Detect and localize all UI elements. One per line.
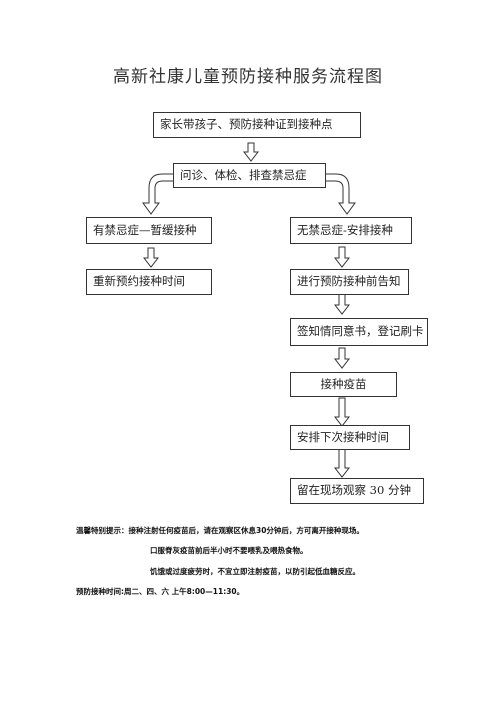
arrow-step2-nocontra (321, 173, 356, 215)
arrow-nocontra-inform (333, 246, 351, 268)
box-observe: 留在现场观察 30 分钟 (290, 478, 424, 504)
page-title: 高新社康儿童预防接种服务流程图 (113, 67, 383, 87)
arrow-inform-consent (333, 293, 351, 315)
arrow-step1-step2 (242, 142, 260, 162)
box-bring-child: 家长带孩子、预防接种证到接种点 (153, 112, 361, 138)
box-consent-register: 签知情同意书，登记刷卡 (290, 318, 428, 346)
box-vaccinate: 接种疫苗 (290, 372, 397, 397)
arrow-contra-reschedule (142, 247, 160, 268)
box-next-appointment: 安排下次接种时间 (290, 425, 410, 450)
arrow-next-observe (333, 448, 351, 478)
arrow-vaccinate-next (333, 397, 351, 427)
box-consultation: 问诊、体检、排查禁忌症 (173, 163, 326, 188)
box-pre-informing: 进行预防接种前告知 (290, 269, 409, 295)
vaccination-hours: 预防接种时间:周二、四、六 上午8:00—11:30。 (76, 587, 245, 596)
arrow-consent-vaccinate (333, 347, 351, 369)
arrow-step2-contra (142, 173, 176, 215)
notice-line-2: 口服脊灰疫苗前后半小时不要喂乳及喂热食物。 (150, 546, 308, 555)
box-reschedule: 重新预约接种时间 (86, 269, 212, 295)
notice-line-3: 饥饿或过度疲劳时，不宜立即注射疫苗，以防引起低血糖反应。 (150, 567, 360, 576)
box-contraindication: 有禁忌症—暂缓接种 (86, 217, 212, 244)
box-no-contraindication: 无禁忌症-安排接种 (290, 217, 412, 244)
notice-line-1: 温馨特别提示：接种注射任何疫苗后，请在观察区休息30分钟后，方可离开接种现场。 (76, 526, 364, 535)
